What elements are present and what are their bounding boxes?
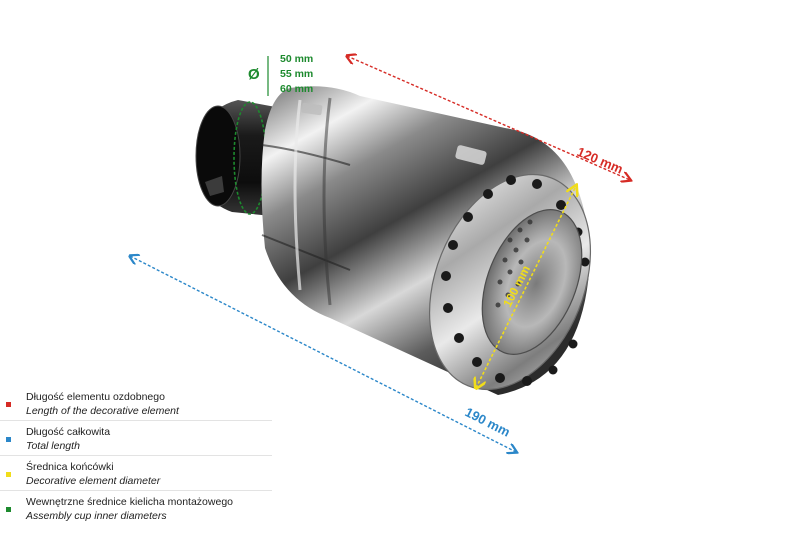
- legend-label-en: Decorative element diameter: [26, 475, 161, 487]
- decorative-length-label: 120 mm: [575, 144, 625, 177]
- green-marker: [6, 507, 11, 512]
- legend-label-en: Length of the decorative element: [26, 405, 179, 417]
- legend-item-decorative-length: Długość elementu ozdobnego Length of the…: [0, 386, 272, 421]
- inlet-pipe-opening: [195, 105, 241, 207]
- legend-label-en: Assembly cup inner diameters: [26, 510, 167, 522]
- legend: Długość elementu ozdobnego Length of the…: [0, 386, 272, 525]
- cup-diameter-60: 60 mm: [280, 83, 313, 95]
- legend-label-pl: Długość całkowita: [26, 426, 111, 438]
- legend-label-pl: Średnica końcówki: [26, 461, 114, 473]
- legend-label-en: Total length: [26, 440, 80, 452]
- diameter-symbol: Ø: [248, 66, 260, 83]
- cup-diameter-50: 50 mm: [280, 53, 313, 65]
- exhaust-tip-icon: [195, 86, 592, 395]
- legend-item-cup-diameters: Wewnętrzne średnice kielicha montażowego…: [0, 491, 272, 525]
- red-marker: [6, 402, 11, 407]
- cup-diameters-annotation: Ø 50 mm 55 mm 60 mm: [248, 53, 313, 96]
- yellow-marker: [6, 472, 11, 477]
- total-length-arrow: [130, 256, 516, 452]
- cup-diameter-55: 55 mm: [280, 68, 313, 80]
- legend-label-pl: Wewnętrzne średnice kielicha montażowego: [26, 496, 233, 508]
- total-length-label: 190 mm: [463, 404, 513, 439]
- tip-diameter-arrow: [476, 186, 576, 388]
- decorative-length-arrow: [347, 56, 630, 180]
- legend-item-total-length: Długość całkowita Total length: [0, 421, 272, 456]
- blue-marker: [6, 437, 11, 442]
- legend-item-tip-diameter: Średnica końcówki Decorative element dia…: [0, 456, 272, 491]
- legend-label-pl: Długość elementu ozdobnego: [26, 391, 165, 403]
